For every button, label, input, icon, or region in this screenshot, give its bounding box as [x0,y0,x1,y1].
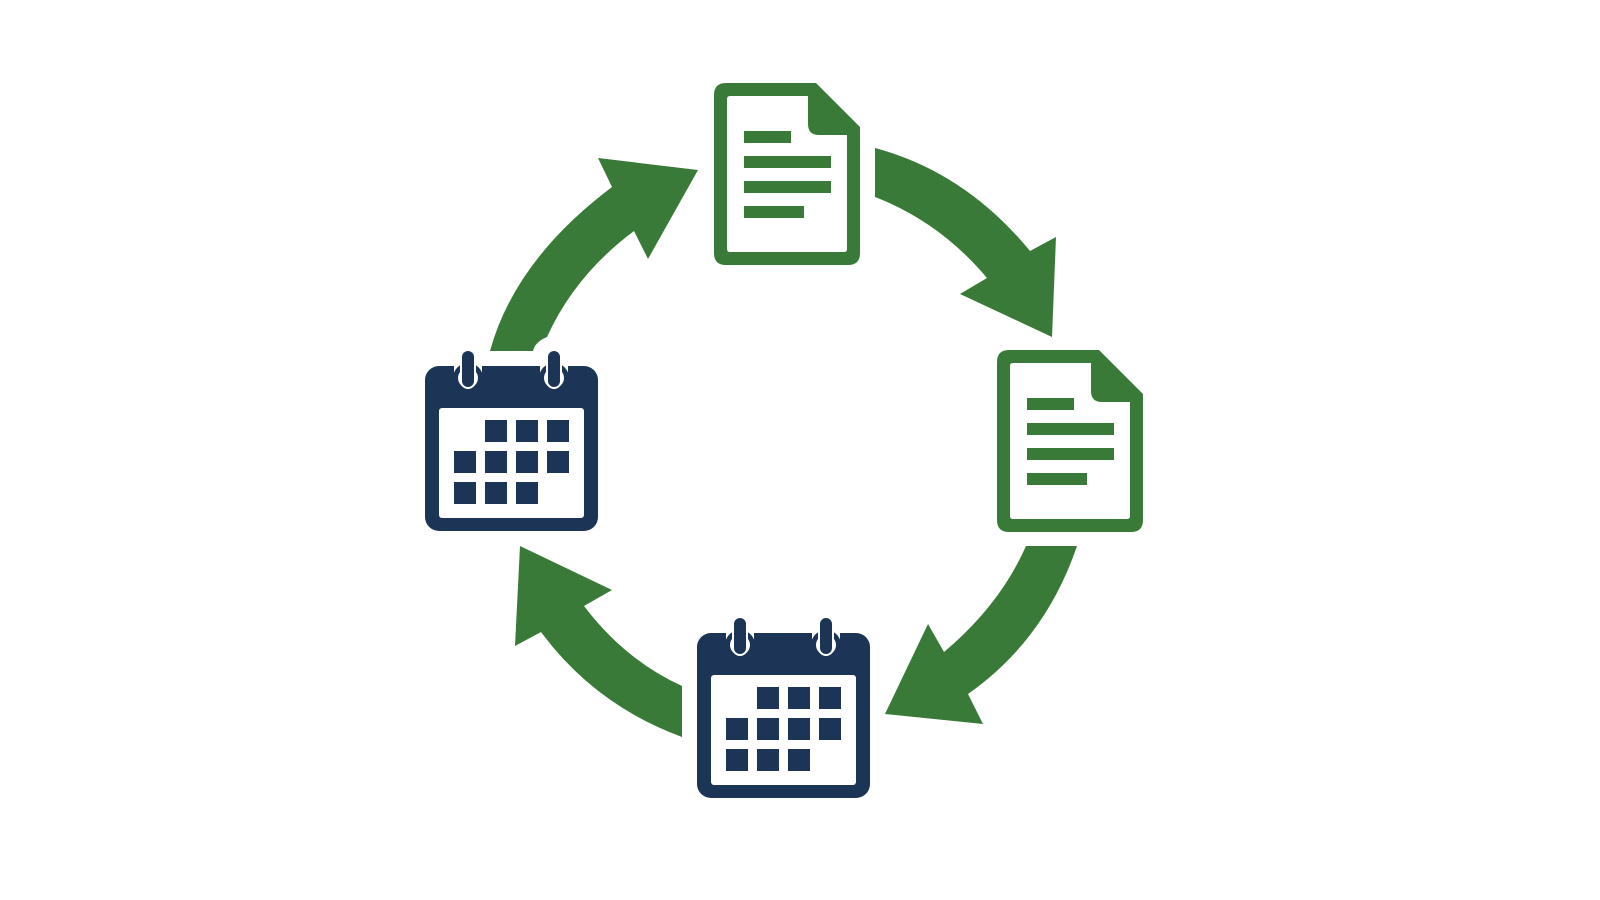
calendar-icon [424,349,599,532]
calendar-icon [696,616,871,799]
document-icon [714,83,860,265]
arrow-bottom-to-left [515,546,682,737]
arrow-top-to-right [875,148,1056,337]
arrow-left-to-top [490,158,698,351]
document-icon [997,350,1143,532]
arrow-right-to-bottom [885,546,1077,724]
